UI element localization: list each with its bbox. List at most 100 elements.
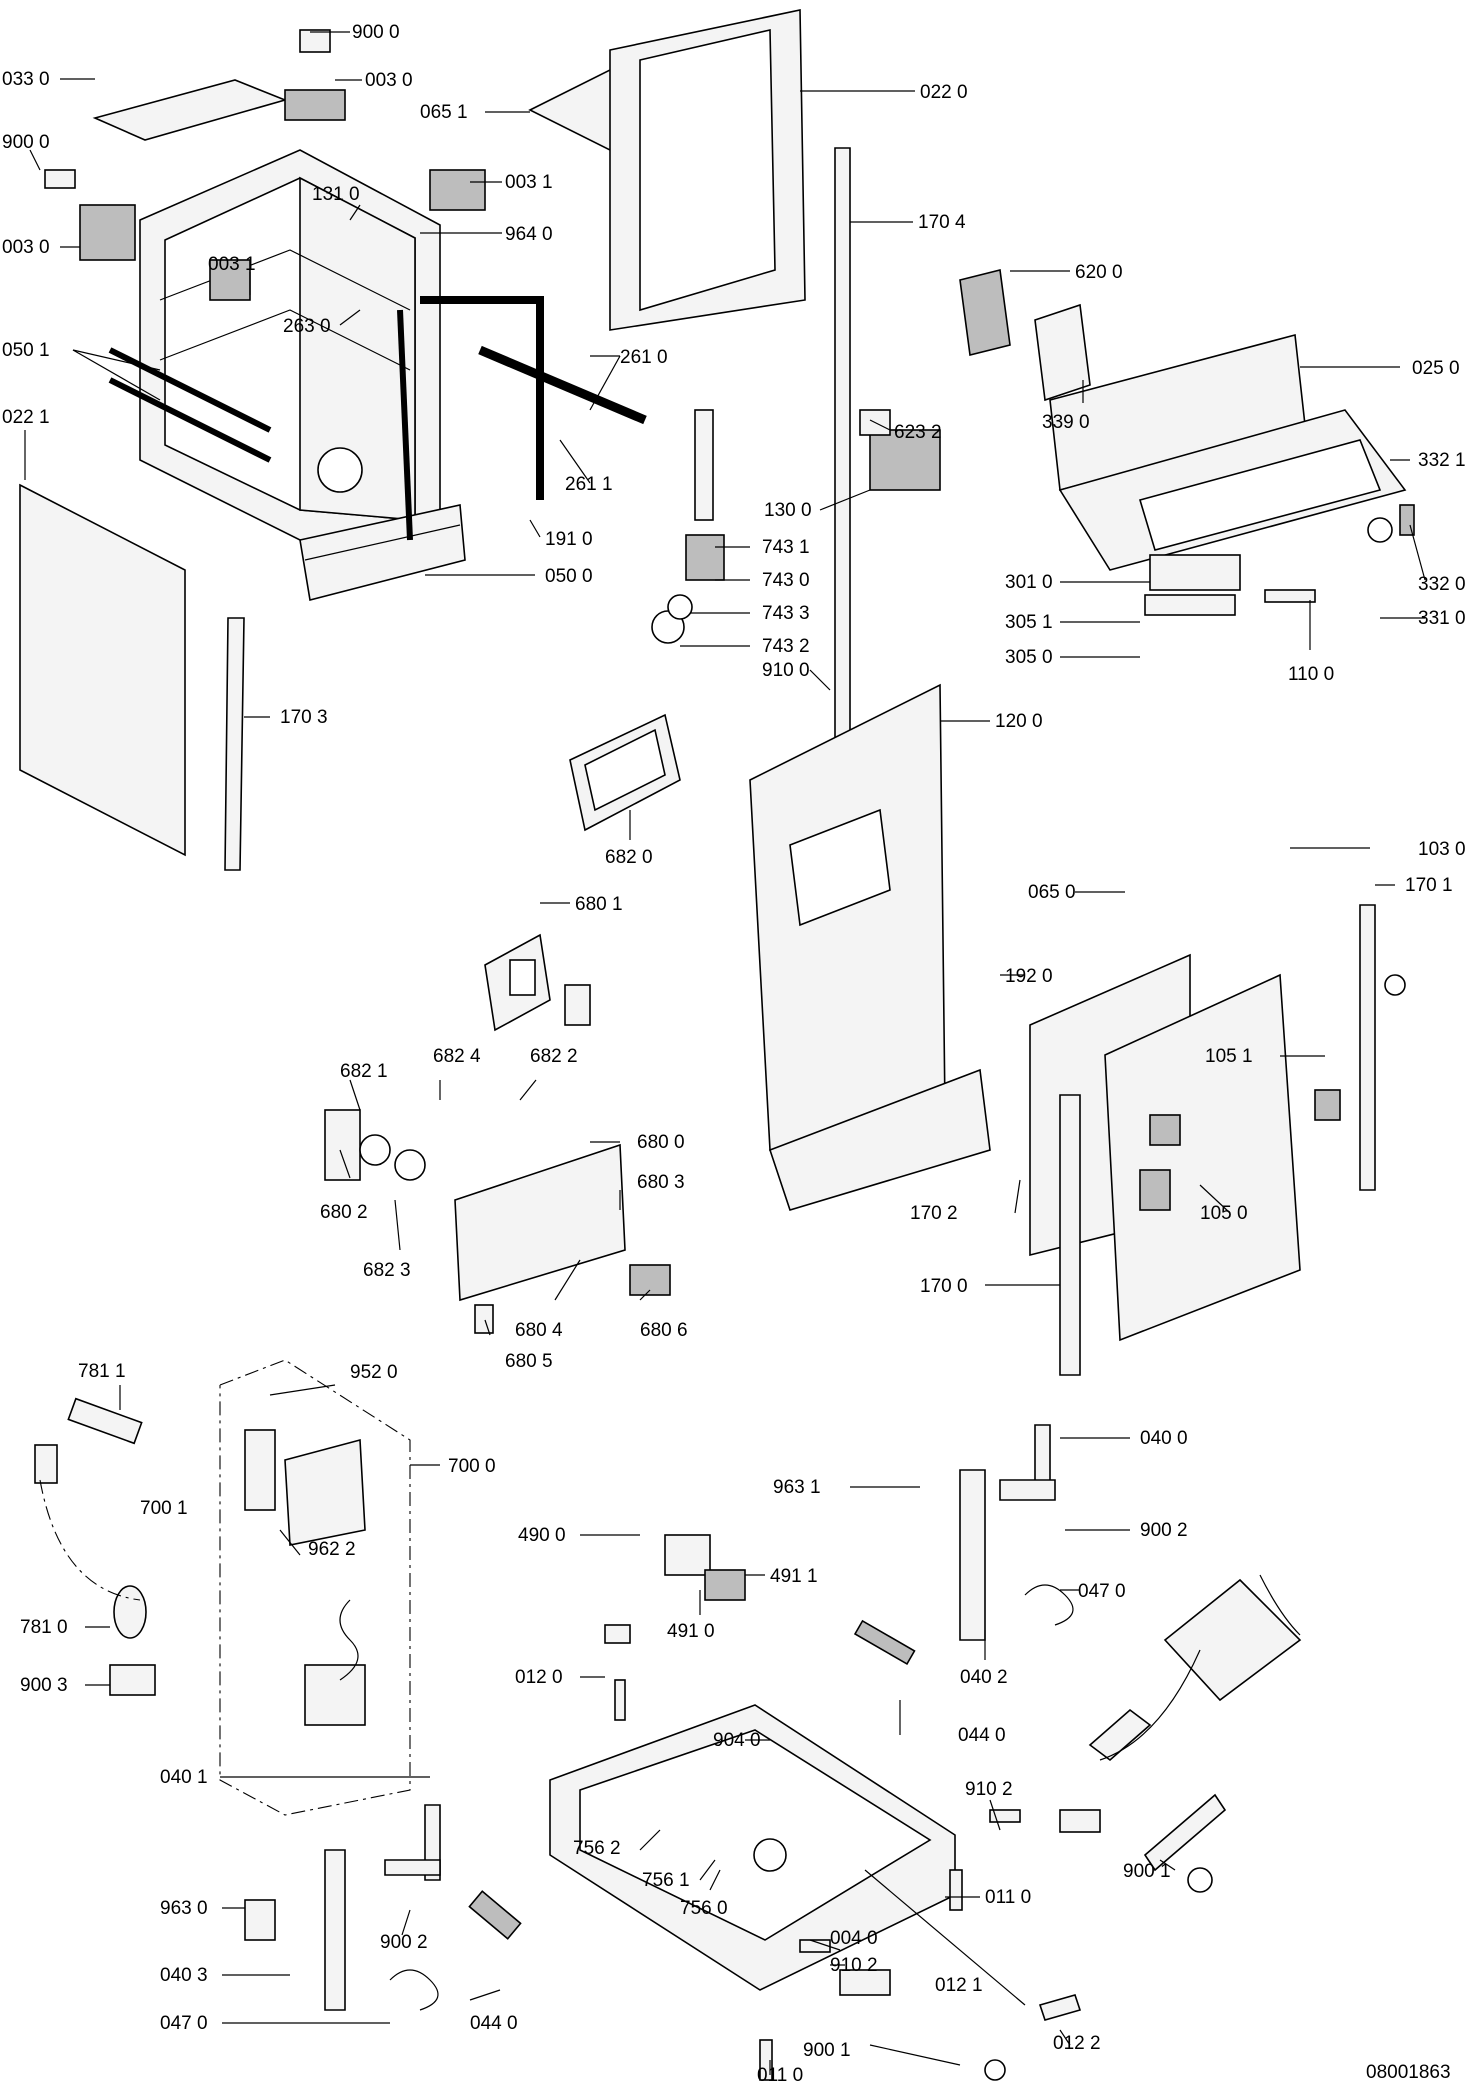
callout-label: 680 1	[575, 894, 623, 915]
callout-label: 680 3	[637, 1172, 685, 1193]
callout-label: 103 0	[1418, 839, 1466, 860]
callout-label: 131 0	[312, 184, 360, 205]
callout-label: 680 0	[637, 1132, 685, 1153]
callout-label: 003 0	[2, 237, 50, 258]
callout-label: 044 0	[958, 1725, 1006, 1746]
control-panel	[959, 269, 1415, 616]
callout-label: 040 2	[960, 1667, 1008, 1688]
detergent-dispenser	[324, 933, 671, 1334]
callout-label: 680 5	[505, 1351, 553, 1372]
callout-label: 682 4	[433, 1046, 481, 1067]
spray-arm	[478, 345, 647, 425]
callout-label: 170 0	[920, 1276, 968, 1297]
wiring-harness	[1088, 1574, 1302, 1872]
callout-label: 682 1	[340, 1061, 388, 1082]
inner-door	[749, 683, 991, 1211]
callout-label: 756 1	[642, 1870, 690, 1891]
callout-label: 170 4	[918, 212, 966, 233]
callout-label: 305 1	[1005, 612, 1053, 633]
callout-label: 170 2	[910, 1203, 958, 1224]
callout-label: 900 2	[380, 1932, 428, 1953]
callout-label: 047 0	[1078, 1581, 1126, 1602]
top-panel	[92, 79, 288, 141]
water-inlet	[651, 409, 941, 644]
callout-label: 680 4	[515, 1320, 563, 1341]
callout-label: 963 0	[160, 1898, 208, 1919]
callout-label: 003 1	[208, 254, 256, 275]
callout-label: 900 1	[1123, 1861, 1171, 1882]
callout-label: 332 0	[1418, 574, 1466, 595]
drawing-number: 08001863	[1366, 2062, 1451, 2083]
callout-label: 022 1	[2, 407, 50, 428]
callout-label: 491 1	[770, 1566, 818, 1587]
callout-label: 680 6	[640, 1320, 688, 1341]
callout-label: 170 1	[1405, 875, 1453, 896]
door-gasket	[108, 296, 544, 541]
callout-label: 756 0	[680, 1898, 728, 1919]
callout-label: 025 0	[1412, 358, 1460, 379]
callout-label: 781 0	[20, 1617, 68, 1638]
callout-label: 110 0	[1288, 664, 1334, 685]
callout-label: 012 1	[935, 1975, 983, 1996]
callout-label: 033 0	[2, 69, 50, 90]
callout-label: 040 3	[160, 1965, 208, 1986]
callout-labels: 900 0 033 0 003 0 065 1 022 0 900 0 003 …	[2, 22, 1466, 2084]
callout-label: 130 0	[764, 500, 812, 521]
callout-label: 301 0	[1005, 572, 1053, 593]
callout-label: 900 0	[2, 132, 50, 153]
callout-label: 012 0	[515, 1667, 563, 1688]
callout-label: 756 2	[573, 1838, 621, 1859]
screws-and-feet	[614, 1679, 1213, 2081]
callout-label: 191 0	[545, 529, 593, 550]
outer-door-panels	[1029, 904, 1406, 1376]
door-window-frame	[569, 713, 681, 832]
sump-group	[34, 1359, 411, 1816]
callout-label: 331 0	[1418, 608, 1466, 629]
callout-label: 910 2	[830, 1955, 878, 1976]
callout-label: 065 0	[1028, 882, 1076, 903]
callout-label: 022 0	[920, 82, 968, 103]
callout-label: 682 0	[605, 847, 653, 868]
callout-label: 040 0	[1140, 1428, 1188, 1449]
callout-leaders	[24, 31, 1426, 2075]
top-left-hinges	[44, 29, 486, 261]
insulation-top	[528, 9, 851, 871]
callout-label: 065 1	[420, 102, 468, 123]
callout-label: 910 0	[762, 660, 810, 681]
callout-label: 105 0	[1200, 1203, 1248, 1224]
callout-label: 120 0	[995, 711, 1043, 732]
callout-label: 743 2	[762, 636, 810, 657]
callout-label: 743 0	[762, 570, 810, 591]
callout-label: 962 2	[308, 1539, 356, 1560]
callout-label: 170 3	[280, 707, 328, 728]
callout-label: 900 1	[803, 2040, 851, 2061]
callout-label: 050 0	[545, 566, 593, 587]
callout-label: 900 2	[1140, 1520, 1188, 1541]
callout-label: 192 0	[1005, 966, 1053, 987]
callout-label: 682 3	[363, 1260, 411, 1281]
callout-label: 003 1	[505, 172, 553, 193]
callout-label: 047 0	[160, 2013, 208, 2034]
callout-label: 050 1	[2, 340, 50, 361]
callout-label: 490 0	[518, 1525, 566, 1546]
callout-label: 105 1	[1205, 1046, 1253, 1067]
callout-label: 012 2	[1053, 2033, 1101, 2054]
callout-label: 004 0	[830, 1928, 878, 1949]
base-frame	[549, 1534, 956, 1991]
callout-label: 904 0	[713, 1730, 761, 1751]
callout-label: 261 1	[565, 474, 613, 495]
callout-label: 680 2	[320, 1202, 368, 1223]
callout-label: 044 0	[470, 2013, 518, 2034]
callout-label: 040 1	[160, 1767, 208, 1788]
callout-label: 491 0	[667, 1621, 715, 1642]
callout-label: 952 0	[350, 1362, 398, 1383]
callout-label: 011 0	[985, 1887, 1031, 1908]
callout-label: 620 0	[1075, 262, 1123, 283]
callout-label: 003 0	[365, 70, 413, 91]
callout-label: 332 1	[1418, 450, 1466, 471]
callout-label: 682 2	[530, 1046, 578, 1067]
callout-label: 910 2	[965, 1779, 1013, 1800]
callout-label: 900 3	[20, 1675, 68, 1696]
callout-label: 781 1	[78, 1361, 126, 1382]
